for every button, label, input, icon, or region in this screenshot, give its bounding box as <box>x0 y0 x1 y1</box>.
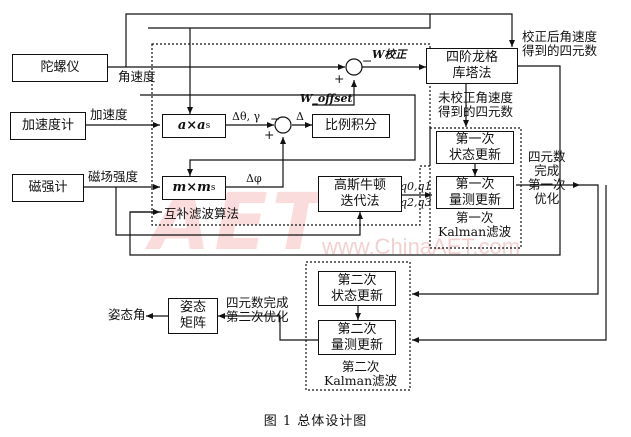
delta-phi-label: Δφ <box>246 172 262 185</box>
sum-junction-1 <box>345 58 363 76</box>
kf2-state-label: 第二次 状态更新 <box>330 272 383 304</box>
accel-cross-subscript: s <box>205 121 211 131</box>
attitude-matrix-label: 姿态 矩阵 <box>179 300 206 331</box>
runge-kutta-block: 四阶龙格 库塔法 <box>426 48 518 84</box>
mag-cross-label: m×m <box>172 180 211 195</box>
kf1-region <box>429 127 522 249</box>
kf1-measurement-update-block: 第一次 量测更新 <box>436 176 514 209</box>
delta-theta-gamma-label: Δθ, γ <box>232 110 261 123</box>
gyroscope-label: 陀螺仪 <box>40 60 80 75</box>
delta-label: Δ <box>296 110 304 123</box>
accelerometer-label: 加速度计 <box>21 118 74 133</box>
gyroscope-block: 陀螺仪 <box>12 54 108 82</box>
kf1-state-update-block: 第一次 状态更新 <box>436 131 514 164</box>
magnetometer-label: 磁强计 <box>28 180 68 195</box>
gauss-newton-label: 高斯牛顿 迭代法 <box>333 178 386 209</box>
kf1-title-label: 第一次 Kalman滤波 <box>438 210 512 239</box>
sum-junction-2 <box>274 116 292 134</box>
attitude-matrix-block: 姿态 矩阵 <box>168 298 218 334</box>
kf2-measurement-update-block: 第二次 量测更新 <box>318 320 396 355</box>
kf2-title-label: 第二次 Kalman滤波 <box>324 359 398 388</box>
sum2-plus-label: + <box>264 127 275 142</box>
accel-cross-label: a×a <box>177 118 206 133</box>
mag-strength-label: 磁场强度 <box>88 169 139 184</box>
quat-second-opt-label: 四元数完成 第二次优化 <box>226 295 289 324</box>
magnetometer-block: 磁强计 <box>12 174 84 202</box>
angular-rate-label: 角速度 <box>118 69 156 84</box>
proportional-integral-block: 比例积分 <box>312 114 390 138</box>
complementary-filter-label: 互补滤波算法 <box>164 206 240 221</box>
kf2-meas-label: 第二次 量测更新 <box>330 321 383 353</box>
gauss-newton-block: 高斯牛顿 迭代法 <box>318 176 402 212</box>
uncorrected-quat-label: 未校正角速度 得到的四元数 <box>438 90 514 119</box>
kf1-meas-label: 第一次 量测更新 <box>448 176 501 208</box>
sum2-minus-label: − <box>270 111 281 126</box>
attitude-angle-label: 姿态角 <box>108 307 146 322</box>
figure-caption: 图 1 总体设计图 <box>263 414 368 429</box>
quat-first-opt-label: 四元数 完成 第一次 优化 <box>528 149 566 206</box>
kf2-region <box>305 261 411 391</box>
sum1-minus-label: − <box>362 53 373 68</box>
complementary-region <box>151 43 431 226</box>
q2-q3-label: q2,q3 <box>400 196 432 209</box>
kf2-state-update-block: 第二次 状态更新 <box>318 271 396 306</box>
q0-q1-label: q0,q1 <box>400 180 432 193</box>
pi-label: 比例积分 <box>324 118 377 133</box>
acceleration-label: 加速度 <box>90 107 128 122</box>
corrected-quat-label: 校正后角速度 得到的四元数 <box>522 29 598 58</box>
w-corrected-label: W校正 <box>372 48 407 61</box>
rk4-label: 四阶龙格 库塔法 <box>445 50 498 81</box>
mag-cross-subscript: s <box>210 183 216 193</box>
sum1-plus-label: + <box>334 71 345 86</box>
accelerometer-block: 加速度计 <box>10 112 86 140</box>
kf1-state-label: 第一次 状态更新 <box>448 131 501 163</box>
w-offset-label: W_offset <box>300 92 353 105</box>
